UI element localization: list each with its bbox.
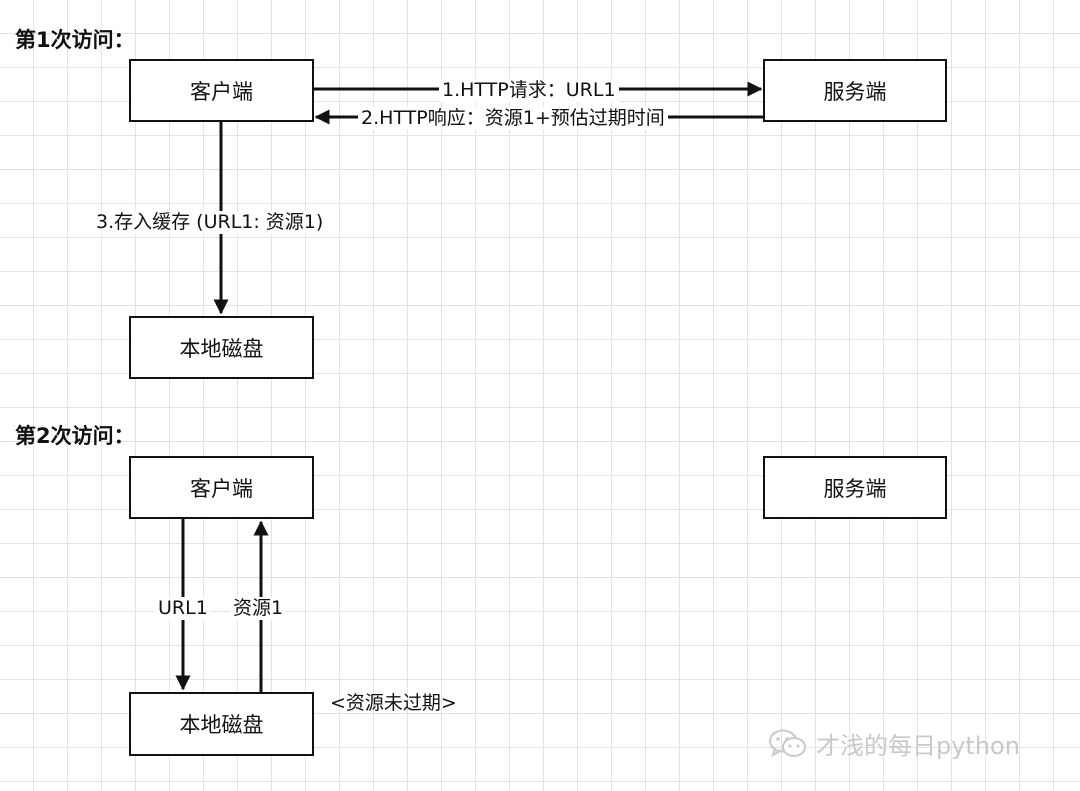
watermark: 才浅的每日python <box>768 726 1020 761</box>
disk-node-1: 本地磁盘 <box>129 316 314 379</box>
disk-node-2: 本地磁盘 <box>129 692 314 756</box>
wechat-icon <box>769 729 806 757</box>
response-label: 2.HTTP响应：资源1+预估过期时间 <box>358 107 668 130</box>
section1-title: 第1次访问： <box>15 28 135 52</box>
server-node-1: 服务端 <box>763 59 947 122</box>
section2-title: 第2次访问： <box>15 424 135 448</box>
client-node-1: 客户端 <box>129 59 314 122</box>
server-node-2: 服务端 <box>763 456 947 519</box>
client-node-2: 客户端 <box>129 456 314 519</box>
unexpired-note: <资源未过期> <box>330 692 457 714</box>
query-label: URL1 <box>155 597 211 620</box>
store-label: 3.存入缓存 (URL1: 资源1) <box>93 211 327 234</box>
return-label: 资源1 <box>230 597 287 620</box>
request-label: 1.HTTP请求：URL1 <box>439 79 619 102</box>
watermark-text: 才浅的每日python <box>816 732 1020 760</box>
